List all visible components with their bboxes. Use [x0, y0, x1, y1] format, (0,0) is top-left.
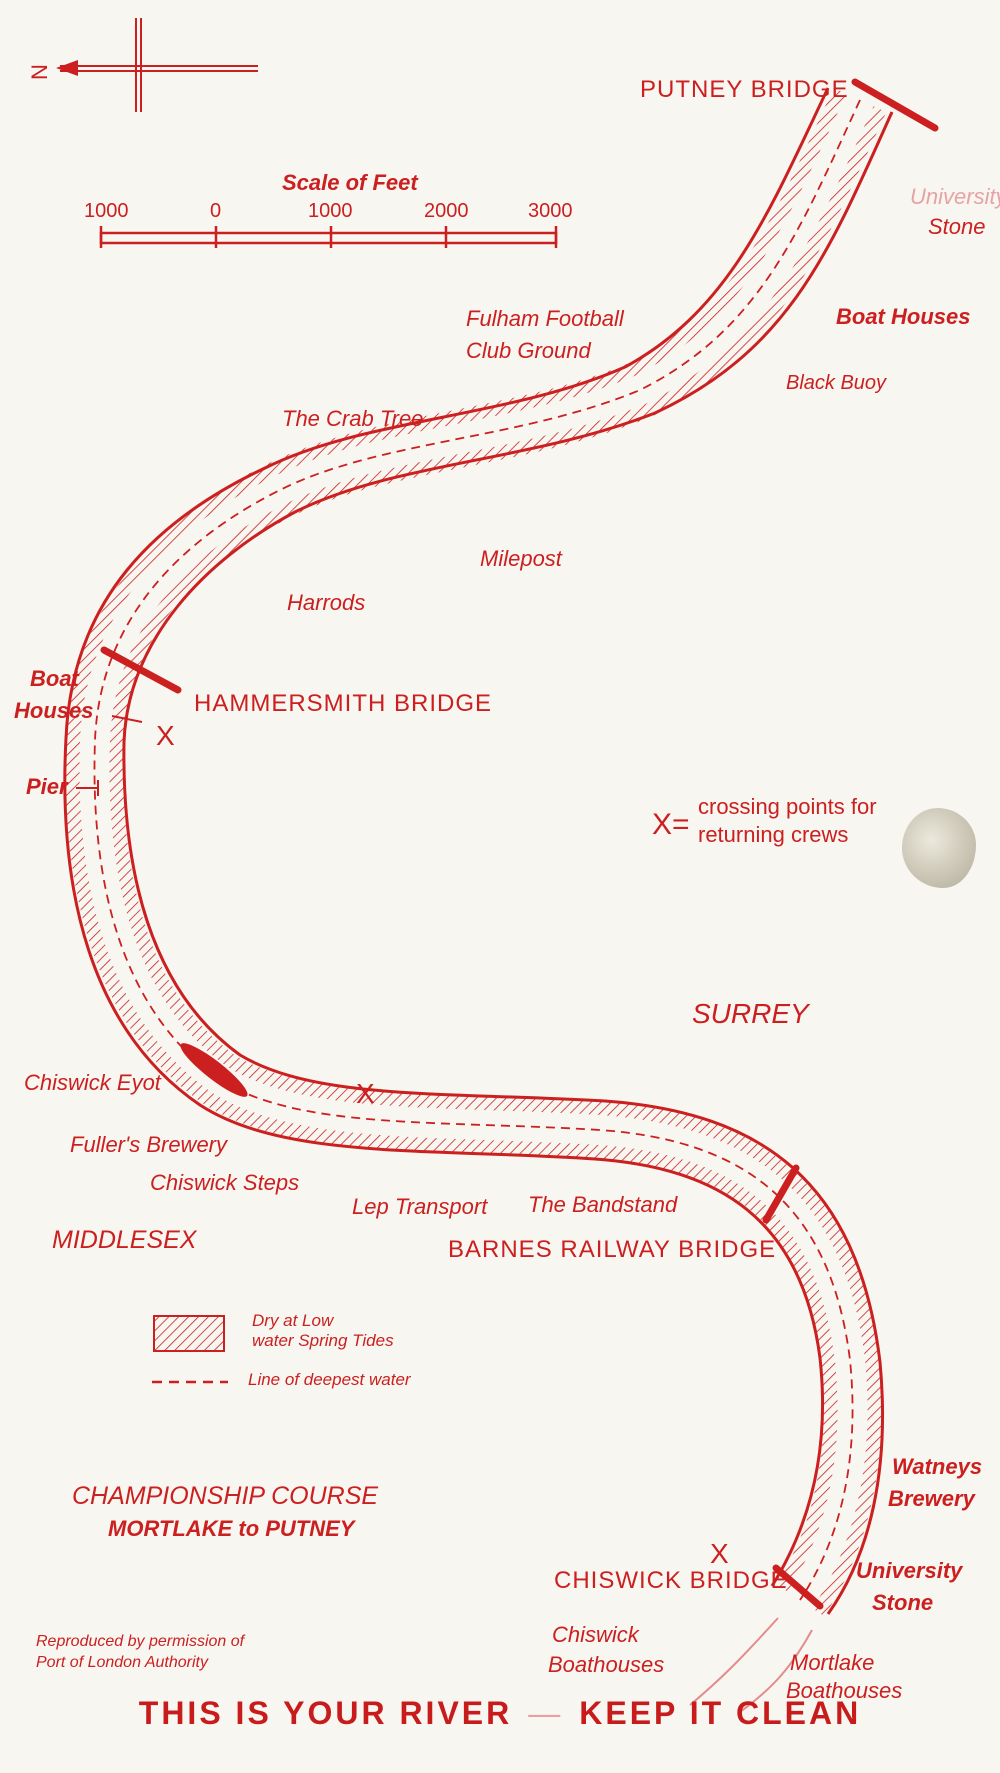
hammersmith-bridge-label: HAMMERSMITH BRIDGE [194, 690, 493, 717]
university-stone-top-line1: University [910, 184, 1000, 209]
bandstand-label: The Bandstand [528, 1192, 678, 1217]
watneys-line1: Watneys [892, 1454, 983, 1479]
crossing-mark-chiswick-bridge: X [710, 1538, 729, 1569]
chiswick-steps-label: Chiswick Steps [150, 1170, 300, 1195]
dry-swatch [153, 1315, 225, 1352]
middlesex-label: MIDDLESEX [52, 1226, 197, 1254]
boat-houses-pointer [111, 715, 143, 723]
pier-label: Pier [26, 774, 68, 799]
scale-bar [99, 226, 558, 248]
chiswick-bridge-mark [772, 1564, 824, 1610]
fulham-line1: Fulham Football [466, 306, 624, 331]
chiswick-eyot [180, 1043, 248, 1097]
lep-transport-label: Lep Transport [352, 1194, 488, 1219]
north-arrow: N [27, 18, 258, 112]
bridges [100, 78, 939, 1610]
river-course [63, 87, 894, 1713]
hammersmith-bridge-mark [100, 646, 182, 694]
boat-houses-right-label: Boat Houses [836, 304, 971, 329]
deepest-water-line [93, 99, 861, 1601]
crossing-mark-hammersmith: X [156, 720, 175, 751]
mortlake-boathouses-line1: Mortlake [790, 1650, 875, 1675]
crossing-legend-line2: returning crews [698, 822, 849, 847]
crossing-legend-line1: crossing points for [698, 794, 877, 819]
milepost-label: Milepost [480, 546, 562, 571]
scale-tick-0: 0 [210, 200, 222, 222]
footer-left: THIS IS YOUR RIVER [138, 1695, 513, 1731]
scale-title: Scale of Feet [282, 170, 418, 195]
chiswick-boathouses-line1: Chiswick [552, 1622, 639, 1647]
fulham-line2: Club Ground [466, 338, 591, 363]
credit-line1: Reproduced by permission of [36, 1633, 245, 1650]
stain-mark [902, 808, 976, 888]
footer-dash: — [528, 1695, 564, 1731]
crossing-mark-chiswick-eyot: X [356, 1078, 375, 1109]
chiswick-boathouses-line2: Boathouses [548, 1652, 665, 1677]
bank-outer [122, 111, 894, 1615]
university-stone-bottom-line2: Stone [872, 1590, 934, 1615]
university-stone-top-line2: Stone [928, 214, 986, 239]
tideway-tail-left [689, 1617, 779, 1706]
mortlake-boathouses-line2: Boathouses [786, 1678, 903, 1703]
surrey-label: SURREY [692, 998, 809, 1029]
fullers-brewery-label: Fuller's Brewery [70, 1132, 228, 1157]
footer-right: KEEP IT CLEAN [579, 1695, 862, 1731]
barnes-bridge-label: BARNES RAILWAY BRIDGE [448, 1236, 777, 1263]
course-title: CHAMPIONSHIP COURSE [72, 1482, 379, 1510]
legend-deepest: Line of deepest water [248, 1370, 411, 1389]
scale-tick-3000: 3000 [528, 200, 573, 222]
north-letter: N [27, 64, 52, 80]
putney-bridge-label: PUTNEY BRIDGE [640, 76, 849, 103]
legend-dry-line1: Dry at Low [252, 1311, 334, 1330]
bank-inner [63, 87, 830, 1587]
scale-tick-2000: 2000 [424, 200, 469, 222]
chiswick-bridge-label: CHISWICK BRIDGE [554, 1567, 788, 1594]
chiswick-eyot-label: Chiswick Eyot [24, 1070, 161, 1095]
black-buoy-label: Black Buoy [786, 372, 887, 394]
credit-line2: Port of London Authority [36, 1654, 208, 1671]
scale-tick-1000: 1000 [308, 200, 353, 222]
tideway-tail-right [739, 1629, 813, 1713]
boat-houses-left-line1: Boat [30, 666, 79, 691]
putney-bridge-mark [851, 78, 939, 132]
watneys-line2: Brewery [888, 1486, 975, 1511]
harrods-label: Harrods [287, 590, 366, 615]
scale-tick-1000-left: 1000 [84, 200, 129, 222]
university-stone-bottom-line1: University [856, 1558, 963, 1583]
boat-houses-left-line2: Houses [14, 698, 94, 723]
legend-dry-line2: water Spring Tides [252, 1331, 394, 1350]
footer-slogan: THIS IS YOUR RIVER — KEEP IT CLEAN [0, 1695, 1000, 1732]
crab-tree-label: The Crab Tree [282, 406, 424, 431]
barnes-bridge-mark [762, 1164, 800, 1224]
course-subtitle: MORTLAKE to PUTNEY [108, 1516, 355, 1541]
crossing-symbol: X= [652, 808, 690, 841]
